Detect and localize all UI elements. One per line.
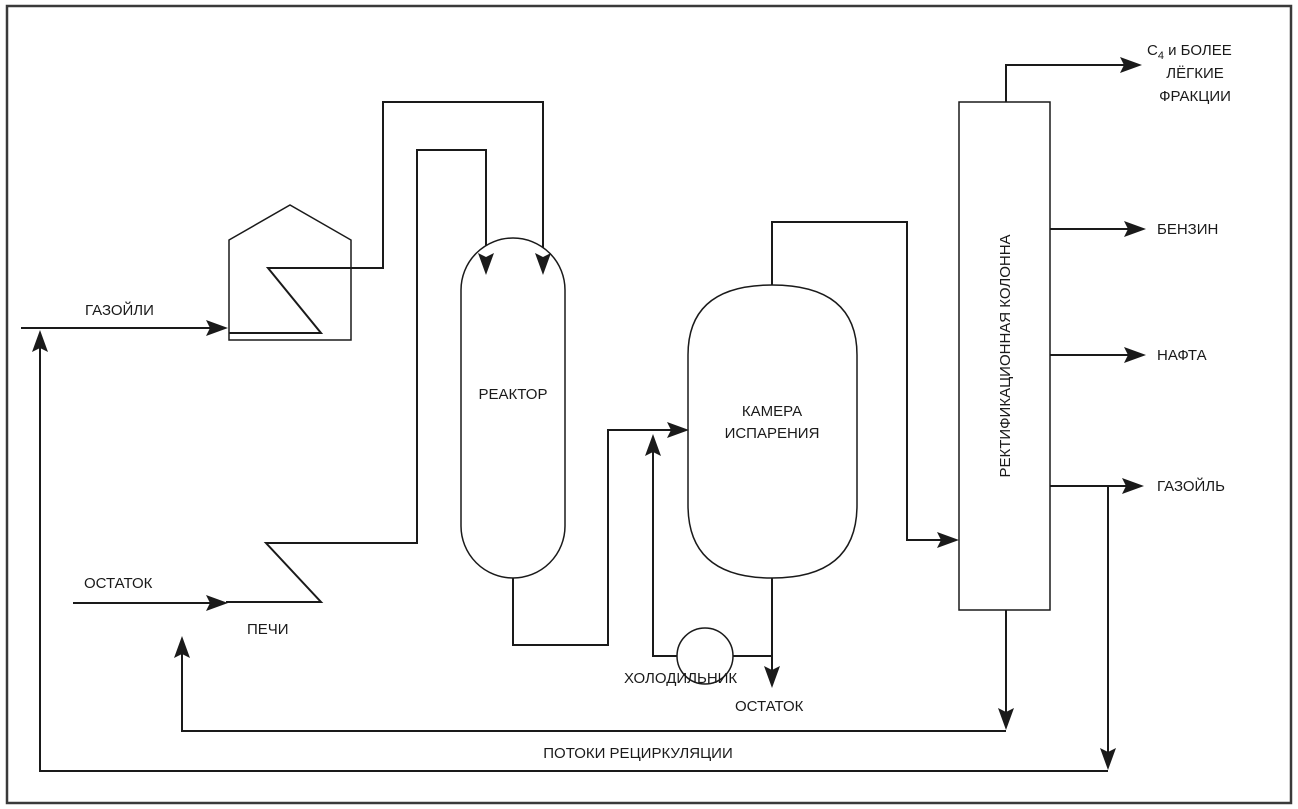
recycle-residue-line <box>181 654 1006 732</box>
column-label: РЕКТИФИКАЦИОННАЯ КОЛОННА <box>997 234 1014 477</box>
naphtha-label: НАФТА <box>1157 347 1207 364</box>
furnaces-label: ПЕЧИ <box>247 621 289 638</box>
diagram-frame <box>5 4 1293 805</box>
gasoline-label: БЕНЗИН <box>1157 221 1218 238</box>
arrow-residue-in <box>206 595 228 611</box>
arrow-gasoil-out <box>1122 478 1144 494</box>
arrow-column-feed <box>937 532 959 548</box>
flash-overhead-line <box>771 221 943 541</box>
reactor-outlet-line <box>512 429 672 646</box>
arrow-recycle-gasoil-up <box>32 330 48 352</box>
furnace-lower-coil <box>226 149 487 603</box>
fractionation-column <box>958 101 1051 611</box>
gasoil-out-label: ГАЗОЙЛЬ <box>1157 477 1225 495</box>
arrow-reactor-in-left <box>478 253 494 275</box>
furnace-upper <box>228 101 544 341</box>
arrow-naphtha-out <box>1124 347 1146 363</box>
recycle-label: ПОТОКИ РЕЦИРКУЛЯЦИИ <box>543 745 732 762</box>
cooler-circle <box>676 627 734 685</box>
arrow-gasoline-out <box>1124 221 1146 237</box>
flash-chamber-vessel <box>687 284 858 579</box>
arrow-column-bottom <box>998 708 1014 730</box>
recycle-gasoil-line <box>39 348 1108 772</box>
flash-chamber-label-1: КАМЕРА <box>742 403 802 420</box>
reactor-label: РЕАКТОР <box>479 386 548 403</box>
arrow-gasoil-recycle <box>1100 748 1116 770</box>
c4-label-line2: ЛЁГКИЕ <box>1166 65 1224 82</box>
arrow-recycle-residue-up <box>174 636 190 658</box>
quench-line <box>652 452 677 657</box>
c4-label-line1: C4 и БОЛЕЕ <box>1147 42 1232 62</box>
arrow-reactor-in-right <box>535 253 551 275</box>
arrow-gasoils-in <box>206 320 228 336</box>
residue-out-label: ОСТАТОК <box>735 698 804 715</box>
arrow-residue-out <box>764 666 780 688</box>
c4-label-line3: ФРАКЦИИ <box>1159 88 1231 105</box>
arrow-quench-up <box>645 434 661 456</box>
gasoils-label: ГАЗОЙЛИ <box>85 301 154 319</box>
reactor-vessel <box>460 237 566 579</box>
c4-product-line <box>1005 64 1124 102</box>
arrow-c4-out <box>1120 57 1142 73</box>
cooler-label: ХОЛОДИЛЬНИК <box>624 670 737 687</box>
arrow-flash-in <box>667 422 689 438</box>
residue-in-label: ОСТАТОК <box>84 575 153 592</box>
flash-chamber-label-2: ИСПАРЕНИЯ <box>725 425 820 442</box>
